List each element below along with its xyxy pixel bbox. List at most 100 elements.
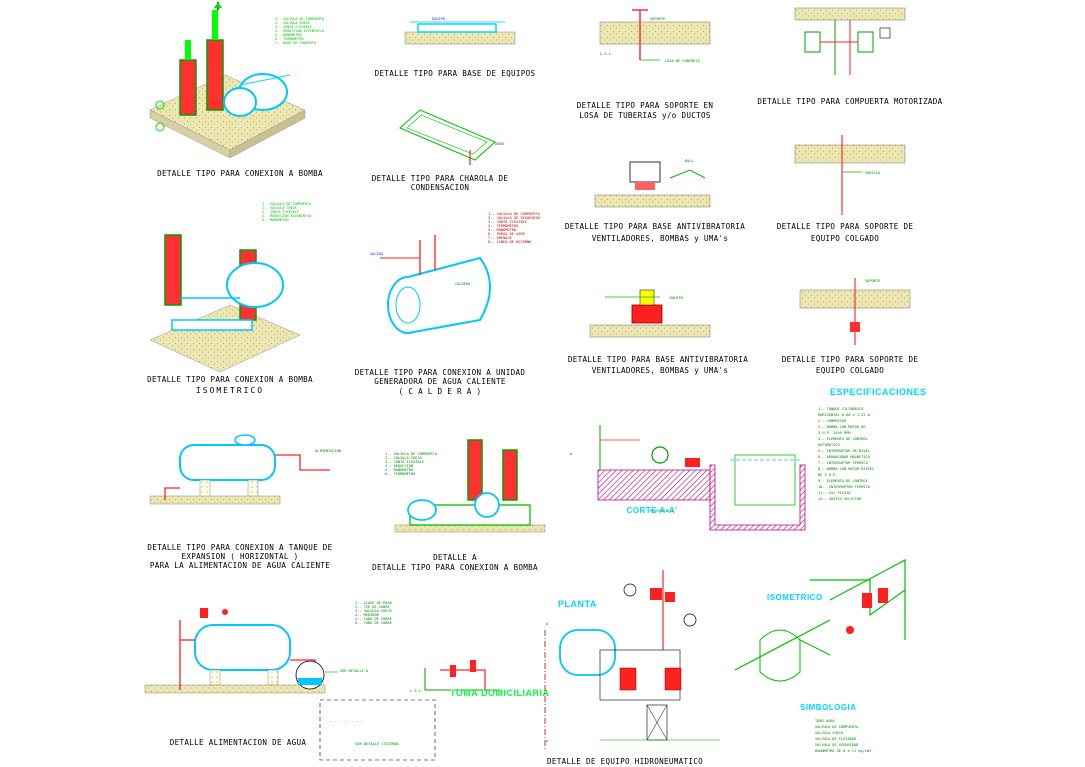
svg-text:DE 5 H.P.: DE 5 H.P.: [818, 473, 837, 477]
detail-house-intake: L.S.L. TOMA DOMICILIARIA: [410, 660, 550, 698]
caption-d13-line2: DETALLE TIPO PARA CONEXION A BOMBA: [372, 563, 538, 572]
svg-text:9.- ELEMENTO DE CONTROL: 9.- ELEMENTO DE CONTROL: [818, 479, 868, 483]
svg-text:6.- PURGA DE AIRE: 6.- PURGA DE AIRE: [488, 232, 525, 236]
caption-d7-line2: EQUIPO COLGADO: [811, 234, 879, 243]
svg-text:HORIZONTAL 0.60 x 1.22 m: HORIZONTAL 0.60 x 1.22 m: [818, 413, 870, 417]
caption-d5-line2: CONDENSACION: [411, 183, 470, 192]
cistern-reference: - - - - - - - - VER DETALLE CISTERNA: [319, 699, 436, 761]
svg-text:VALVULA DE SEGURIDAD: VALVULA DE SEGURIDAD: [815, 743, 858, 747]
caption-d8-line2: ISOMETRICO: [196, 386, 264, 395]
svg-text:5.- MANOMETRO: 5.- MANOMETRO: [385, 468, 413, 472]
caption-d6-line1: DETALLE TIPO PARA BASE ANTIVIBRATORIA: [565, 222, 745, 231]
caption-d11-line1: DETALLE TIPO PARA SOPORTE DE: [782, 355, 919, 364]
svg-text:4.- REDUCCION EXCENTRICA: 4.- REDUCCION EXCENTRICA: [275, 29, 324, 33]
caption-d17: DETALLE DE EQUIPO HIDRONEUMATICO: [547, 757, 703, 766]
svg-text:6.- TERMOMETRO: 6.- TERMOMETRO: [385, 472, 415, 476]
label-ver-detalle-cisterna: VER DETALLE CISTERNA: [355, 742, 399, 746]
caption-d16: TOMA DOMICILIARIA: [450, 688, 550, 698]
svg-text:EQUIPO: EQUIPO: [670, 296, 683, 300]
caption-d3-line1: DETALLE TIPO PARA SOPORTE EN: [577, 101, 714, 110]
svg-text:3 H.P. 3450 RPM: 3 H.P. 3450 RPM: [818, 431, 851, 435]
svg-text:ALIMENTACION: ALIMENTACION: [315, 449, 341, 453]
svg-text:MANOMETRO DE 0 a 11 kg/cm2: MANOMETRO DE 0 a 11 kg/cm2: [815, 749, 871, 753]
svg-text:DREN: DREN: [495, 142, 504, 146]
caption-d11-line2: EQUIPO COLGADO: [816, 366, 884, 375]
svg-text:VALVULA DE FLOTADOR: VALVULA DE FLOTADOR: [815, 737, 857, 741]
svg-text:L.S.L.: L.S.L.: [600, 52, 613, 56]
heading-especificaciones: ESPECIFICACIONES: [830, 387, 927, 397]
svg-text:SOPORTE: SOPORTE: [650, 17, 665, 21]
svg-text:TUBO AGUA: TUBO AGUA: [815, 719, 835, 723]
svg-text:6.- ARRANCADOR MAGNETICO: 6.- ARRANCADOR MAGNETICO: [818, 455, 870, 459]
caption-d5-line1: DETALLE TIPO PARA CHAROLA DE: [372, 174, 509, 183]
svg-text:3.- BOMBA CON MOTOR DE: 3.- BOMBA CON MOTOR DE: [818, 425, 866, 429]
svg-text:11.- LUZ PILOTO: 11.- LUZ PILOTO: [818, 491, 850, 495]
caption-d13-line1: DETALLE A: [433, 553, 477, 562]
caption-d9-line1: DETALLE TIPO PARA CONEXION A UNIDAD: [355, 368, 526, 377]
svg-text:1.- TANQUE CILINDRICO: 1.- TANQUE CILINDRICO: [818, 407, 863, 411]
svg-text:- - - - - - - -: - - - - - - - -: [330, 719, 362, 723]
caption-d4: DETALLE TIPO PARA COMPUERTA MOTORIZADA: [757, 97, 942, 106]
svg-text:5.- MANOMETRO: 5.- MANOMETRO: [275, 33, 302, 37]
svg-text:8.- LINEA DE RETORNO: 8.- LINEA DE RETORNO: [488, 240, 531, 244]
caption-d6-line2: VENTILADORES, BOMBAS y UMA's: [592, 234, 728, 243]
isometric-piping: ISOMETRICO SIMBOLOGIA TUBO AGUA VALVULA …: [734, 559, 906, 753]
detail-hydropneumatic: PLANTA A A' DETALLE DE EQUIPO HIDRONEUMA…: [544, 570, 720, 766]
svg-text:10.- INTERRUPTOR TERMICO: 10.- INTERRUPTOR TERMICO: [818, 485, 870, 489]
caption-d12-line2: EXPANSION ( HORIZONTAL ): [182, 552, 299, 561]
label-planta: PLANTA: [558, 599, 597, 609]
svg-text:3.- VALVULA CHECK: 3.- VALVULA CHECK: [355, 609, 393, 613]
caption-d9-line2: GENERADORA DE AGUA CALIENTE: [374, 377, 506, 386]
svg-text:VALVULA DE COMPUERTA: VALVULA DE COMPUERTA: [815, 725, 859, 729]
svg-text:LOSA DE CONCRETO: LOSA DE CONCRETO: [665, 59, 700, 63]
svg-text:1.- VALVULA DE COMPUERTA: 1.- VALVULA DE COMPUERTA: [488, 212, 541, 216]
detail-hanging-support-1: VARILLA DETALLE TIPO PARA SOPORTE DE EQU…: [777, 135, 914, 243]
svg-text:3.- JUNTA FLEXIBLE: 3.- JUNTA FLEXIBLE: [385, 460, 424, 464]
svg-text:1.- VALVULA DE COMPUERTA: 1.- VALVULA DE COMPUERTA: [275, 17, 324, 21]
svg-text:12.- SWITCH SELECTOR: 12.- SWITCH SELECTOR: [818, 497, 862, 501]
svg-text:1.- VALVULA DE COMPUERTA: 1.- VALVULA DE COMPUERTA: [262, 202, 311, 206]
svg-text:7.- BASE DE CONCRETO: 7.- BASE DE CONCRETO: [275, 41, 316, 45]
caption-d1: DETALLE TIPO PARA CONEXION A BOMBA: [157, 169, 323, 178]
detail-boiler-connection: CALDERA SALIDA 1.- VALVULA DE COMPUERTA …: [355, 212, 541, 396]
detail-motorized-damper: DETALLE TIPO PARA COMPUERTA MOTORIZADA: [757, 7, 942, 106]
detail-pump-connection: 1.- VALVULA DE COMPUERTA 2.- VALVULA CHE…: [149, 2, 324, 178]
svg-text:7.- DRENAJE: 7.- DRENAJE: [488, 236, 512, 240]
svg-text:2.- VALVULA CHECK: 2.- VALVULA CHECK: [385, 456, 423, 460]
svg-text:CALDERA: CALDERA: [455, 282, 471, 286]
svg-text:7.- INTERRUPTOR TERMICO: 7.- INTERRUPTOR TERMICO: [818, 461, 868, 465]
svg-text:BALL: BALL: [685, 159, 694, 163]
svg-text:4.- ELEMENTO DE CONTROL: 4.- ELEMENTO DE CONTROL: [818, 437, 868, 441]
detail-pump-isometric: 1.- VALVULA DE COMPUERTA 2.- VALVULA CHE…: [147, 202, 313, 395]
detail-expansion-tank: ALIMENTACION DETALLE TIPO PARA CONEXION …: [147, 434, 341, 570]
caption-d12-line1: DETALLE TIPO PARA CONEXION A TANQUE DE: [147, 543, 332, 552]
svg-text:VALVULA CHECK: VALVULA CHECK: [815, 731, 844, 735]
svg-text:VARILLA: VARILLA: [865, 171, 881, 175]
caption-d10-line2: VENTILADORES, BOMBAS y UMA's: [592, 366, 728, 375]
caption-d3-line2: LOSA DE TUBERIAS y/o DUCTOS: [579, 111, 711, 120]
svg-text:3.- JUNTA FLEXIBLE: 3.- JUNTA FLEXIBLE: [262, 210, 299, 214]
detail-hanging-support-2: SOPORTE DETALLE TIPO PARA SOPORTE DE EQU…: [782, 278, 919, 375]
svg-text:1.- VALVULA DE COMPUERTA: 1.- VALVULA DE COMPUERTA: [385, 452, 438, 456]
detail-a-pump: 1.- VALVULA DE COMPUERTA 2.- VALVULA CHE…: [372, 439, 546, 572]
detail-water-feed: VER DETALLE A 1.- LLAVE DE PASO 2.- TEE …: [144, 601, 393, 747]
caption-d12-line3: PARA LA ALIMENTACION DE AGUA CALIENTE: [150, 561, 330, 570]
detail-antivibration-base-1: BALL DETALLE TIPO PARA BASE ANTIVIBRATOR…: [565, 159, 745, 243]
caption-d8-line1: DETALLE TIPO PARA CONEXION A BOMBA: [147, 375, 313, 384]
svg-text:A: A: [570, 452, 573, 456]
svg-text:AUTOMATICO: AUTOMATICO: [818, 443, 840, 447]
svg-text:5.- MANOMETRO: 5.- MANOMETRO: [488, 228, 516, 232]
detail-condensation-tray: DREN DETALLE TIPO PARA CHAROLA DE CONDEN…: [372, 109, 509, 192]
detail-slab-pipe-support: SOPORTE LOSA DE CONCRETO L.S.L. DETALLE …: [577, 9, 714, 120]
svg-text:4.- REDUCCION: 4.- REDUCCION: [385, 464, 413, 468]
caption-d7-line1: DETALLE TIPO PARA SOPORTE DE: [777, 222, 914, 231]
svg-text:2.- TEE DE COBRE: 2.- TEE DE COBRE: [355, 605, 390, 609]
svg-text:3.- JUNTA FLEXIBLE: 3.- JUNTA FLEXIBLE: [488, 220, 527, 224]
specifications-block: ESPECIFICACIONES 1.- TANQUE CILINDRICO H…: [818, 387, 927, 501]
svg-text:6.- TERMOMETRO: 6.- TERMOMETRO: [275, 37, 304, 41]
svg-text:EQUIPO: EQUIPO: [432, 17, 445, 21]
caption-d10-line1: DETALLE TIPO PARA BASE ANTIVIBRATORIA: [568, 355, 748, 364]
svg-text:5.- CODO DE COBRE: 5.- CODO DE COBRE: [355, 617, 392, 621]
svg-text:8.- BOMBA CON MOTOR DIESEL: 8.- BOMBA CON MOTOR DIESEL: [818, 467, 874, 471]
